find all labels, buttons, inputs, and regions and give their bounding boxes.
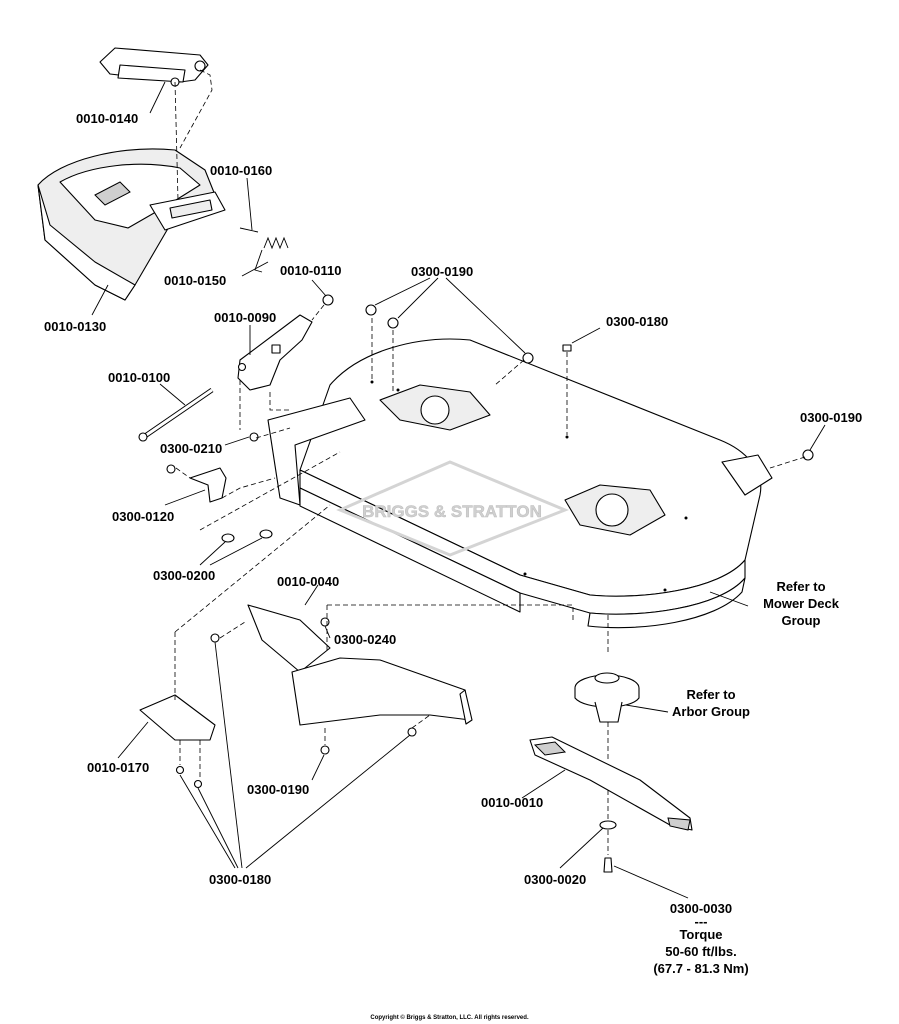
label-0010-0140: 0010-0140 xyxy=(76,111,139,126)
hardware xyxy=(166,294,814,789)
watermark-logo xyxy=(336,460,570,557)
torque-ftlbs: 50-60 ft/lbs. xyxy=(665,944,737,959)
mower-deck-note-line1: Refer to xyxy=(776,579,826,594)
small-bracket xyxy=(189,467,227,503)
label-0010-0130: 0010-0130 xyxy=(44,319,107,334)
label-0300-0190-bottom: 0300-0190 xyxy=(247,782,310,797)
torque-title: Torque xyxy=(679,927,723,942)
label-0010-0100: 0010-0100 xyxy=(108,370,171,385)
copyright-notice: Copyright © Briggs & Stratton, LLC. All … xyxy=(370,1015,529,1021)
deflector-bracket xyxy=(139,694,216,741)
label-0300-0210: 0300-0210 xyxy=(160,441,223,456)
baffle xyxy=(247,604,473,726)
arbor-note: Refer to Arbor Group xyxy=(660,686,762,720)
arbor-assembly xyxy=(574,672,640,723)
assembly-lines xyxy=(174,69,806,855)
blade-bolt xyxy=(603,857,613,873)
torque-nm: (67.7 - 81.3 Nm) xyxy=(653,961,749,976)
hinge-bracket xyxy=(99,47,209,87)
label-0300-0180-top: 0300-0180 xyxy=(606,314,669,329)
torsion-spring xyxy=(254,236,289,273)
chute-latch xyxy=(149,191,226,231)
leader-lines xyxy=(91,81,826,899)
arbor-note-line1: Refer to xyxy=(686,687,736,702)
hinge-pin xyxy=(239,227,259,233)
label-0300-0190-top: 0300-0190 xyxy=(411,264,474,279)
label-0010-0170: 0010-0170 xyxy=(87,760,150,775)
label-0300-0200: 0300-0200 xyxy=(153,568,216,583)
label-0300-0120: 0300-0120 xyxy=(112,509,175,524)
mounting-bracket xyxy=(237,314,313,391)
mower-deck-note-line2: Mower Deck xyxy=(763,596,839,611)
label-0010-0160: 0010-0160 xyxy=(210,163,273,178)
label-0010-0090: 0010-0090 xyxy=(214,310,277,325)
blade-washer xyxy=(599,820,617,830)
mower-blade xyxy=(529,736,693,831)
label-0300-0190-right: 0300-0190 xyxy=(800,410,863,425)
mower-deck-note-line3: Group xyxy=(781,613,821,628)
label-0300-0240: 0300-0240 xyxy=(334,632,397,647)
mower-deck: BRIGGS & STRATTON xyxy=(267,338,773,629)
label-0010-0150: 0010-0150 xyxy=(164,273,227,288)
label-0010-0010: 0010-0010 xyxy=(481,795,544,810)
label-0300-0180-bottom: 0300-0180 xyxy=(209,872,272,887)
label-0300-0020: 0300-0020 xyxy=(524,872,587,887)
torque-note: 0300-0030 --- Torque 50-60 ft/lbs. (67.7… xyxy=(636,900,766,977)
torque-separator: --- xyxy=(694,914,708,929)
discharge-chute xyxy=(37,148,216,301)
label-0300-0030: 0300-0030 xyxy=(669,901,733,916)
label-0010-0110: 0010-0110 xyxy=(280,263,342,278)
pivot-rod xyxy=(138,387,214,442)
arbor-note-line2: Arbor Group xyxy=(672,704,750,719)
watermark-text: BRIGGS & STRATTON xyxy=(362,502,542,521)
mower-deck-note: Refer to Mower Deck Group xyxy=(748,578,854,629)
label-0010-0040: 0010-0040 xyxy=(277,574,340,589)
